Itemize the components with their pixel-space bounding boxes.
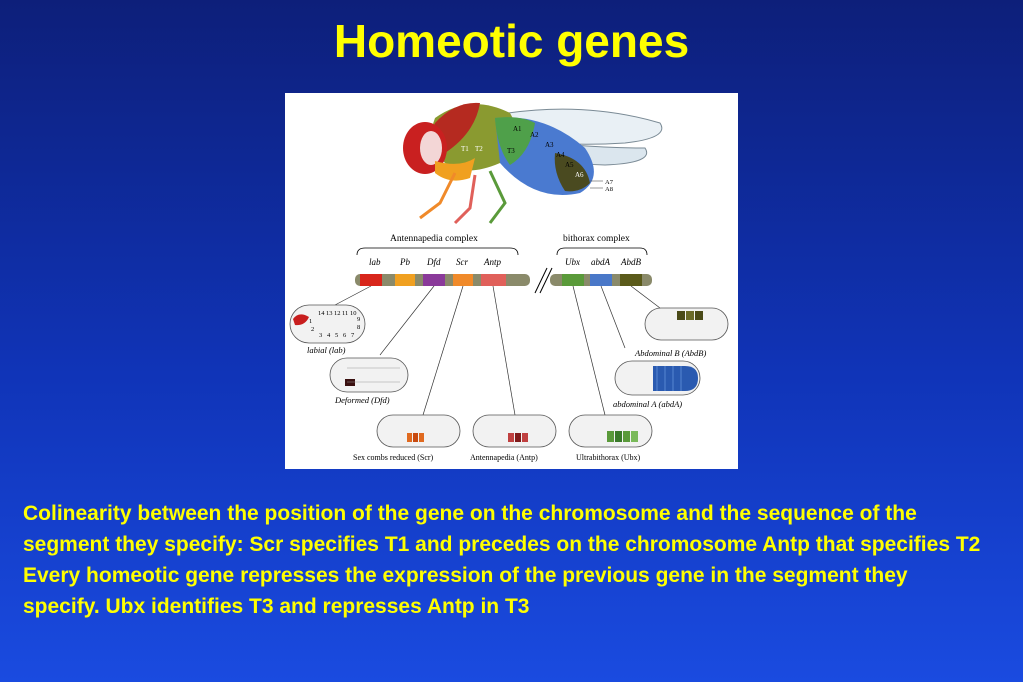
fly-eye: [420, 131, 442, 165]
svg-text:4: 4: [327, 332, 331, 339]
antennapedia-complex-label: Antennapedia complex: [390, 234, 478, 244]
svg-text:2: 2: [311, 326, 314, 333]
chromosome-band-lab: [360, 274, 382, 286]
svg-text:12: 12: [334, 310, 341, 317]
chromosome-band-ubx: [562, 274, 584, 286]
gene-name-dfd: Dfd: [426, 257, 441, 267]
svg-text:8: 8: [357, 324, 360, 331]
fly-label-a5: A5: [565, 161, 574, 169]
embryo-deformed: [329, 357, 409, 393]
chromosome-band-abda: [590, 274, 612, 286]
fly-label-a2: A2: [530, 131, 539, 139]
fly-abdomen-a6: [554, 153, 590, 192]
fly-label-a1: A1: [513, 125, 522, 133]
fly-leg-t2: [453, 174, 477, 225]
embryo-label-antennapedia: Antennapedia (Antp): [470, 453, 538, 462]
gene-name-pb: Pb: [399, 257, 410, 267]
svg-text:14: 14: [318, 310, 325, 317]
svg-text:9: 9: [357, 316, 360, 323]
fly-mouthparts: [435, 158, 475, 181]
fly-label-a6: A6: [575, 171, 584, 179]
fly-label-a8: A8: [605, 186, 613, 193]
gene-name-scr: Scr: [456, 257, 468, 267]
embryo-label-ultrabithorax: Ultrabithorax (Ubx): [576, 453, 641, 462]
embryo-label-abdominal-a: abdominal A (abdA): [613, 399, 682, 409]
svg-text:6: 6: [343, 332, 347, 339]
homeotic-gene-figure: T1 T2 T3 A1 A2 A3 A4 A5 A6 A7 A8 Antenna…: [285, 93, 738, 469]
svg-text:1: 1: [309, 318, 312, 325]
chromosome-band-scr: [453, 274, 473, 286]
gene-name-abda: abdA: [591, 257, 611, 267]
embryo-label-abdominal-b: Abdominal B (AbdB): [634, 348, 706, 358]
body-paragraph-repression: Every homeotic gene represses the expres…: [23, 564, 908, 618]
gene-name-ubx: Ubx: [565, 257, 580, 267]
slide-body-text: Colinearity between the position of the …: [23, 498, 983, 622]
svg-text:13: 13: [326, 310, 333, 317]
fly-label-t2: T2: [475, 145, 483, 153]
svg-text:3: 3: [319, 332, 322, 339]
bithorax-complex-label: bithorax complex: [563, 234, 630, 244]
embryo-ultrabithorax: [568, 414, 653, 448]
chromosome-band-dfd: [423, 274, 445, 286]
svg-text:10: 10: [350, 310, 357, 317]
antennapedia-bracket: [356, 247, 519, 256]
fly-label-a7: A7: [605, 179, 614, 186]
fly-abdomen-a1: [495, 117, 535, 165]
gene-name-lab: lab: [369, 257, 381, 267]
fly-label-t1: T1: [461, 145, 469, 153]
slide-title: Homeotic genes: [333, 15, 690, 67]
embryo-label-sex-combs: Sex combs reduced (Scr): [353, 453, 434, 462]
gene-diagram-svg: T1 T2 T3 A1 A2 A3 A4 A5 A6 A7 A8 Antenna…: [289, 102, 729, 462]
embryo-labial: 14 13 12 11 10 9 8 7 6 5 4 3 2 1: [289, 304, 366, 344]
bithorax-bracket: [556, 247, 648, 256]
gene-name-abdb: AbdB: [620, 257, 641, 267]
svg-text:11: 11: [342, 310, 348, 317]
embryo-sex-combs-reduced: [376, 414, 461, 448]
chromosome-bar: [355, 267, 652, 294]
chromosome-band-antp: [481, 274, 506, 286]
svg-text:5: 5: [335, 332, 338, 339]
connector-lines: [334, 285, 661, 416]
embryo-label-labial: labial (lab): [307, 345, 346, 355]
gene-name-antp: Antp: [483, 257, 501, 267]
fly-illustration: T1 T2 T3 A1 A2 A3 A4 A5 A6 A7 A8: [403, 102, 663, 225]
fly-leg-t1: [419, 172, 457, 220]
embryo-abdominal-b: [644, 307, 729, 341]
embryo-abdominal-a: [614, 360, 701, 396]
fly-label-t3: T3: [507, 147, 515, 155]
embryo-label-deformed: Deformed (Dfd): [334, 395, 390, 405]
fly-label-a4: A4: [556, 151, 565, 159]
chromosome-band-abdb: [620, 274, 642, 286]
embryo-antennapedia: [472, 414, 557, 448]
svg-text:7: 7: [351, 332, 355, 339]
fly-leg-t3: [488, 170, 507, 224]
chromosome-band-pb: [395, 274, 415, 286]
body-paragraph-colinearity: Colinearity between the position of the …: [23, 502, 981, 556]
fly-label-a3: A3: [545, 141, 554, 149]
